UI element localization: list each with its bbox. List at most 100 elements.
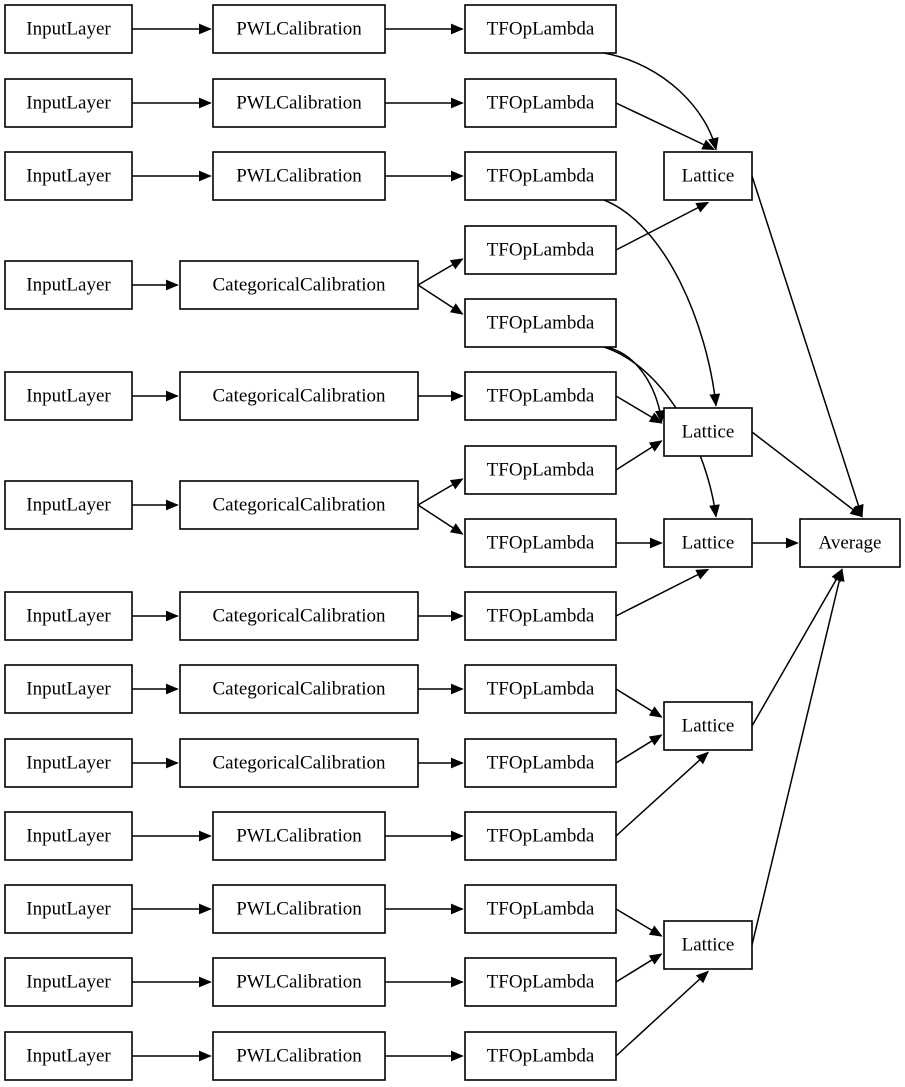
node-input-layer-in7[interactable]: InputLayer [4, 591, 133, 641]
node-tfop-lambda-op11[interactable]: TFOpLambda [464, 738, 617, 788]
node-box[interactable] [4, 738, 133, 788]
edge-in12-to-cal12 [132, 976, 212, 988]
node-box[interactable] [464, 151, 617, 201]
node-input-layer-in8[interactable]: InputLayer [4, 664, 133, 714]
node-box[interactable] [464, 445, 617, 495]
node-pwlcalibration-cal3[interactable]: PWLCalibration [212, 151, 386, 201]
node-input-layer-in5[interactable]: InputLayer [4, 371, 133, 421]
node-categorical-calibration-cal9[interactable]: CategoricalCalibration [179, 738, 419, 788]
node-box[interactable] [4, 957, 133, 1007]
node-box[interactable] [4, 664, 133, 714]
node-lattice-lat2[interactable]: Lattice [663, 407, 753, 457]
node-box[interactable] [212, 4, 386, 54]
node-box[interactable] [464, 225, 617, 275]
node-box[interactable] [4, 151, 133, 201]
node-pwlcalibration-cal10[interactable]: PWLCalibration [212, 811, 386, 861]
node-tfop-lambda-op15[interactable]: TFOpLambda [464, 1031, 617, 1081]
node-input-layer-in4[interactable]: InputLayer [4, 260, 133, 310]
node-box[interactable] [464, 518, 617, 568]
node-tfop-lambda-op13[interactable]: TFOpLambda [464, 884, 617, 934]
node-categorical-calibration-cal7[interactable]: CategoricalCalibration [179, 591, 419, 641]
node-box[interactable] [464, 957, 617, 1007]
node-box[interactable] [212, 151, 386, 201]
node-box[interactable] [663, 701, 753, 751]
node-lattice-lat1[interactable]: Lattice [663, 151, 753, 201]
node-tfop-lambda-op10[interactable]: TFOpLambda [464, 664, 617, 714]
node-box[interactable] [464, 811, 617, 861]
node-tfop-lambda-op14[interactable]: TFOpLambda [464, 957, 617, 1007]
node-pwlcalibration-cal1[interactable]: PWLCalibration [212, 4, 386, 54]
node-box[interactable] [663, 518, 753, 568]
node-lattice-lat5[interactable]: Lattice [663, 920, 753, 970]
node-tfop-lambda-op2[interactable]: TFOpLambda [464, 78, 617, 128]
node-categorical-calibration-cal8[interactable]: CategoricalCalibration [179, 664, 419, 714]
edge-line [751, 569, 843, 946]
node-pwlcalibration-cal13[interactable]: PWLCalibration [212, 1031, 386, 1081]
node-input-layer-in9[interactable]: InputLayer [4, 738, 133, 788]
node-box[interactable] [179, 371, 419, 421]
node-input-layer-in2[interactable]: InputLayer [4, 78, 133, 128]
node-box[interactable] [4, 260, 133, 310]
node-box[interactable] [179, 664, 419, 714]
node-tfop-lambda-op4[interactable]: TFOpLambda [464, 225, 617, 275]
node-box[interactable] [179, 260, 419, 310]
node-box[interactable] [464, 664, 617, 714]
node-box[interactable] [464, 4, 617, 54]
node-categorical-calibration-cal6[interactable]: CategoricalCalibration [179, 480, 419, 530]
node-box[interactable] [663, 920, 753, 970]
node-box[interactable] [212, 884, 386, 934]
node-pwlcalibration-cal2[interactable]: PWLCalibration [212, 78, 386, 128]
node-box[interactable] [179, 480, 419, 530]
node-pwlcalibration-cal11[interactable]: PWLCalibration [212, 884, 386, 934]
node-categorical-calibration-cal5[interactable]: CategoricalCalibration [179, 371, 419, 421]
node-label: InputLayer [26, 92, 111, 113]
node-average-avg[interactable]: Average [799, 518, 901, 568]
node-lattice-lat4[interactable]: Lattice [663, 701, 753, 751]
node-tfop-lambda-op1[interactable]: TFOpLambda [464, 4, 617, 54]
node-label: TFOpLambda [487, 239, 595, 260]
node-tfop-lambda-op5[interactable]: TFOpLambda [464, 298, 617, 348]
node-box[interactable] [464, 591, 617, 641]
node-box[interactable] [464, 298, 617, 348]
node-tfop-lambda-op7[interactable]: TFOpLambda [464, 445, 617, 495]
node-input-layer-in12[interactable]: InputLayer [4, 957, 133, 1007]
node-input-layer-in11[interactable]: InputLayer [4, 884, 133, 934]
node-box[interactable] [4, 480, 133, 530]
node-box[interactable] [212, 811, 386, 861]
node-box[interactable] [464, 884, 617, 934]
node-box[interactable] [464, 1031, 617, 1081]
arrowhead-icon [695, 970, 709, 984]
node-input-layer-in3[interactable]: InputLayer [4, 151, 133, 201]
node-box[interactable] [4, 884, 133, 934]
node-input-layer-in6[interactable]: InputLayer [4, 480, 133, 530]
node-box[interactable] [4, 371, 133, 421]
node-input-layer-in1[interactable]: InputLayer [4, 4, 133, 54]
node-box[interactable] [464, 371, 617, 421]
node-box[interactable] [212, 78, 386, 128]
node-tfop-lambda-op8[interactable]: TFOpLambda [464, 518, 617, 568]
node-box[interactable] [4, 811, 133, 861]
node-tfop-lambda-op6[interactable]: TFOpLambda [464, 371, 617, 421]
node-box[interactable] [4, 591, 133, 641]
node-box[interactable] [4, 78, 133, 128]
node-box[interactable] [464, 738, 617, 788]
node-tfop-lambda-op3[interactable]: TFOpLambda [464, 151, 617, 201]
node-tfop-lambda-op12[interactable]: TFOpLambda [464, 811, 617, 861]
node-input-layer-in13[interactable]: InputLayer [4, 1031, 133, 1081]
node-tfop-lambda-op9[interactable]: TFOpLambda [464, 591, 617, 641]
node-box[interactable] [212, 1031, 386, 1081]
node-box[interactable] [663, 151, 753, 201]
node-box[interactable] [179, 591, 419, 641]
node-box[interactable] [212, 957, 386, 1007]
node-lattice-lat3[interactable]: Lattice [663, 518, 753, 568]
node-pwlcalibration-cal12[interactable]: PWLCalibration [212, 957, 386, 1007]
node-box[interactable] [4, 1031, 133, 1081]
node-box[interactable] [663, 407, 753, 457]
arrowhead-icon [451, 23, 464, 35]
node-input-layer-in10[interactable]: InputLayer [4, 811, 133, 861]
node-categorical-calibration-cal4[interactable]: CategoricalCalibration [179, 260, 419, 310]
node-box[interactable] [4, 4, 133, 54]
node-box[interactable] [179, 738, 419, 788]
node-box[interactable] [799, 518, 901, 568]
node-box[interactable] [464, 78, 617, 128]
